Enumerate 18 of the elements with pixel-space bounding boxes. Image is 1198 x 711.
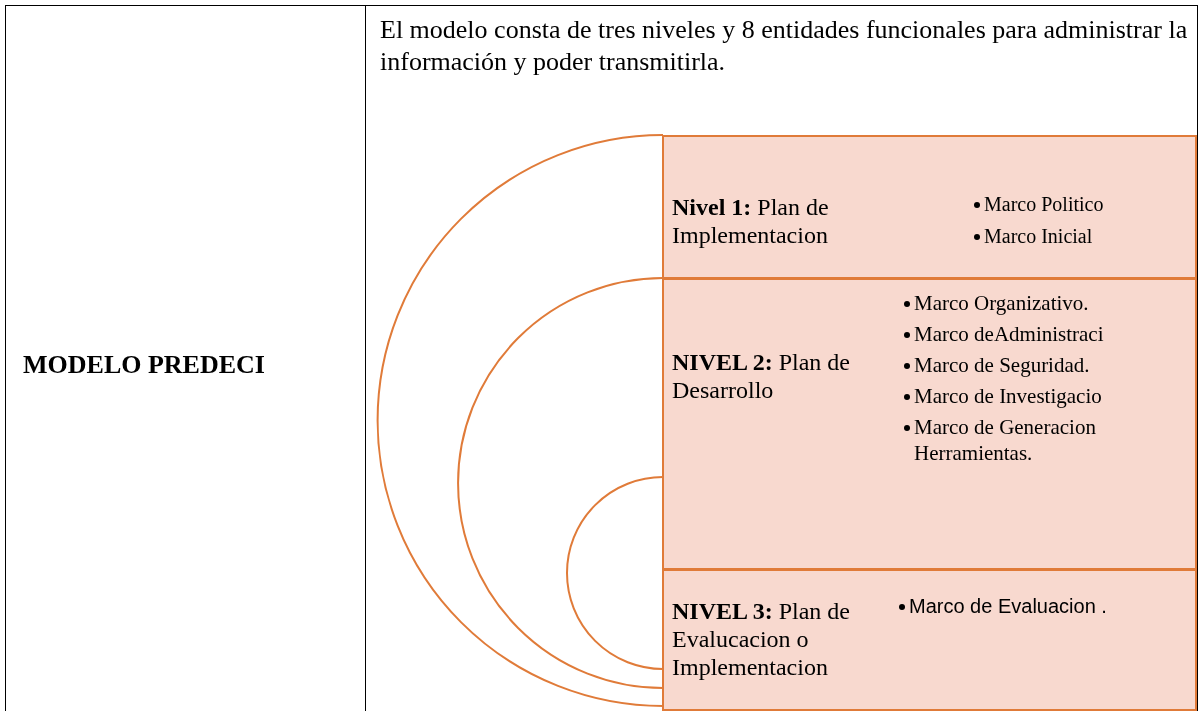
level-title: NIVEL 2: Plan de Desarrollo — [672, 348, 851, 404]
level-title: Nivel 1: Plan de Implementacion — [672, 193, 830, 249]
level-title: NIVEL 3: Plan de Evalucacion o Implementacion — [672, 597, 851, 681]
bullet-item: Marco Inicial — [984, 224, 1094, 249]
bullet-item: Marco de Seguridad. — [914, 352, 1091, 378]
bullet-item: Marco de Evaluacion . — [909, 594, 1108, 619]
level-box — [662, 569, 1197, 711]
table-cell — [365, 5, 1198, 711]
bullet-item: Marco deAdministraci — [914, 321, 1105, 347]
level-box — [662, 135, 1197, 279]
level-box — [662, 278, 1197, 570]
bullet-item: Marco Politico — [984, 192, 1105, 217]
table-cell — [5, 5, 366, 711]
bullet-item: Marco de Generacion Herramientas. — [914, 414, 1097, 466]
bullet-item: Marco de Investigacio — [914, 383, 1103, 409]
description-text: El modelo consta de tres niveles y 8 entidades funcionales para administrar la información y poder transmitirla. — [380, 14, 1189, 78]
heading: MODELO PREDECI — [23, 350, 265, 380]
bullet-item: Marco Organizativo. — [914, 290, 1090, 316]
